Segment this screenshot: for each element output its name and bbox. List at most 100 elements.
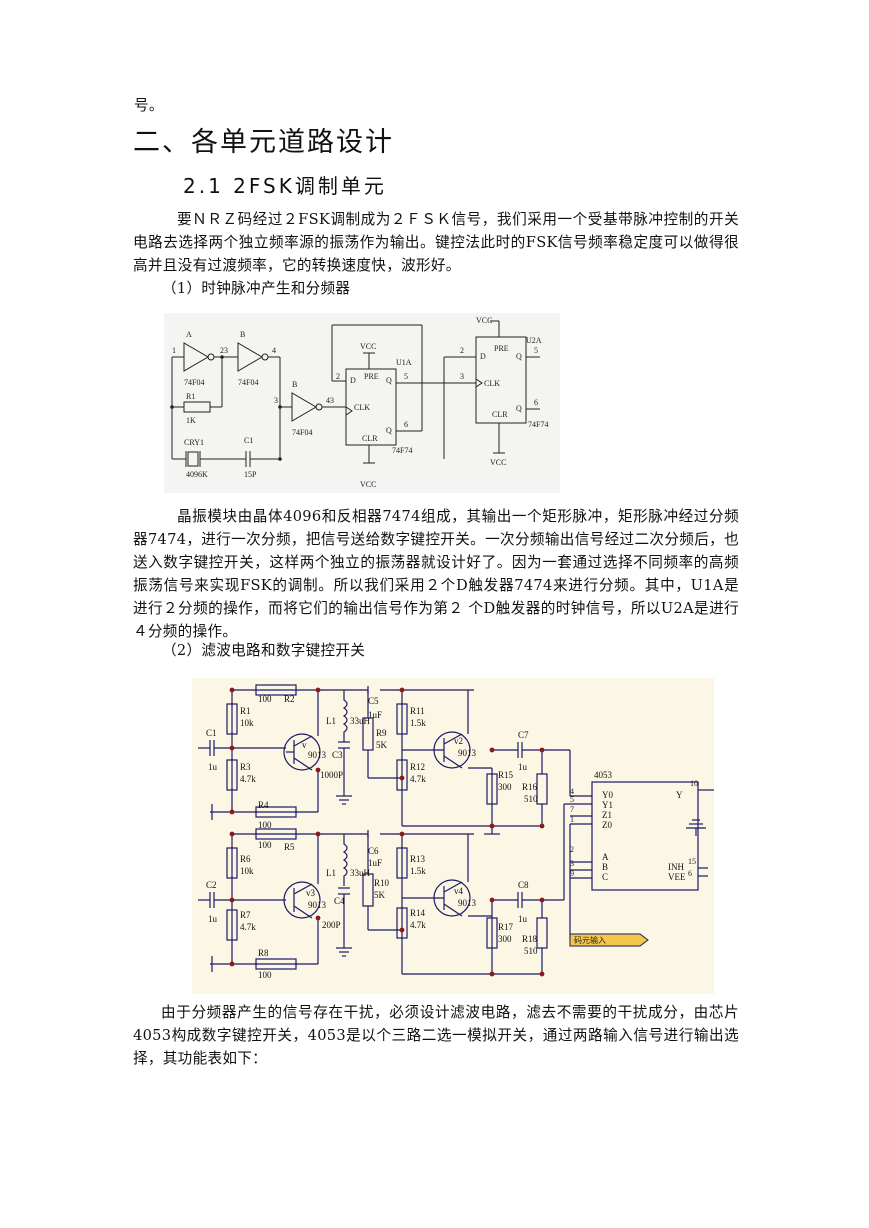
v1-label: v — [302, 740, 307, 750]
inv-a-part: 74F04 — [184, 378, 204, 387]
r13-label: R13 — [410, 854, 426, 864]
u1a-pin2: 2 — [336, 372, 340, 381]
vcc-u2a-top: VCC — [476, 316, 492, 325]
cry1-label: CRY1 — [184, 438, 204, 447]
c3-value: 1000P — [320, 770, 343, 780]
c8-label: C8 — [518, 880, 529, 890]
l2-label: L1 — [326, 868, 336, 878]
inv-b2-part: 74F04 — [292, 428, 312, 437]
r14-label: R14 — [410, 908, 426, 918]
r1-value: 1K — [186, 416, 196, 425]
r17-value: 300 — [498, 934, 512, 944]
r9-label: R9 — [376, 728, 387, 738]
r11-label: R11 — [410, 706, 425, 716]
u2a-clk: CLK — [484, 379, 500, 388]
inv-b2-label: B — [292, 380, 297, 389]
pin-5: 5 — [570, 795, 574, 804]
r3-value: 4.7k — [240, 774, 256, 784]
r1-label: R1 — [186, 392, 195, 401]
r8-label: R8 — [258, 948, 269, 958]
chip-y0: Y0 — [602, 790, 613, 800]
subsection-heading: 2.1 2FSK调制单元 — [183, 174, 387, 198]
u2a-clr: CLR — [492, 410, 508, 419]
c5-value: 1uF — [368, 710, 382, 720]
r1-label: R1 — [240, 706, 251, 716]
c4-value: 200P — [322, 920, 341, 930]
inv-a-label: A — [186, 330, 192, 339]
pin-6: 6 — [688, 869, 692, 878]
u2a-pin6: 6 — [534, 398, 538, 407]
chip-vee: VEE — [668, 872, 686, 882]
r4-label: R4 — [258, 800, 269, 810]
v4-label: v4 — [454, 886, 464, 896]
u1a-pin6: 6 — [404, 420, 408, 429]
r17-label: R17 — [498, 922, 514, 932]
r16-value: 510 — [524, 794, 538, 804]
inv-b-part: 74F04 — [238, 378, 258, 387]
l1-label: L1 — [326, 716, 336, 726]
clock-paragraph: 晶振模块由晶体4096和反相器7474组成，其输出一个矩形脉冲，矩形脉冲经过分频… — [133, 508, 739, 640]
u2a-pre: PRE — [494, 344, 509, 353]
filter-switch-schematic: 码元输入 100 R2 R1 10k C1 1u R3 4.7k R4 100 … — [192, 678, 714, 994]
r4-value: 100 — [258, 820, 272, 830]
u1a-pre: PRE — [364, 372, 379, 381]
u1a-clr: CLR — [362, 434, 378, 443]
u1a-label: U1A — [396, 358, 412, 367]
c3-label: C3 — [332, 750, 343, 760]
u1a-clk: CLK — [354, 403, 370, 412]
c4-label: C4 — [334, 896, 345, 906]
pin-4: 4 — [570, 787, 574, 796]
text-fragment: 号。 — [134, 97, 164, 114]
pin-3: 3 — [570, 859, 574, 868]
r3-label: R3 — [240, 762, 251, 772]
r2-value: 100 — [258, 694, 272, 704]
c7-label: C7 — [518, 730, 529, 740]
r9-value: 5K — [376, 740, 388, 750]
cry1-value: 4096K — [186, 470, 208, 479]
pin-23: 23 — [220, 346, 228, 355]
u1a-q: Q — [386, 376, 392, 385]
u2a-q: Q — [516, 352, 522, 361]
c2-value: 1u — [208, 914, 218, 924]
u1a-pin5: 5 — [404, 372, 408, 381]
pin-7: 7 — [570, 805, 574, 814]
item1-title: （1）时钟脉冲产生和分频器 — [162, 280, 351, 297]
u1a-d: D — [350, 376, 356, 385]
chip-z1: Z1 — [602, 810, 612, 820]
u2a-d: D — [480, 352, 486, 361]
r7-value: 4.7k — [240, 922, 256, 932]
r8-value: 100 — [258, 970, 272, 980]
l2-value: 33uH — [350, 868, 371, 878]
u2a-qbar: Q — [516, 404, 522, 413]
r12-value: 4.7k — [410, 774, 426, 784]
pin-1: 1 — [570, 815, 574, 824]
r5-label: R5 — [284, 842, 295, 852]
pin-10: 10 — [690, 779, 698, 788]
chip-label: 4053 — [594, 770, 613, 780]
vcc-u1a-top: VCC — [360, 342, 376, 351]
u2a-pin3: 3 — [460, 372, 464, 381]
v2-label: v2 — [454, 736, 463, 746]
inv-b-label: B — [240, 330, 245, 339]
r11-value: 1.5k — [410, 718, 426, 728]
r5-value: 100 — [258, 840, 272, 850]
u2a-part: 74F74 — [528, 420, 548, 429]
r10-label: R10 — [374, 878, 390, 888]
r10-value: 5K — [374, 890, 386, 900]
r18-value: 510 — [524, 946, 538, 956]
c5-label: C5 — [368, 696, 379, 706]
chip-y: Y — [676, 790, 683, 800]
v3-part: 9013 — [308, 900, 327, 910]
chip-b: B — [602, 862, 608, 872]
r12-label: R12 — [410, 762, 425, 772]
r14-value: 4.7k — [410, 920, 426, 930]
chip-inh: INH — [668, 862, 684, 872]
intro-paragraph: 要ＮＲＺ码经过２FSK调制成为２ＦＳＫ信号，我们采用一个受基带脉冲控制的开关电路… — [133, 211, 739, 274]
chip-y1: Y1 — [602, 800, 613, 810]
r16-label: R16 — [522, 782, 538, 792]
chip-z0: Z0 — [602, 820, 612, 830]
r2-label: R2 — [284, 694, 295, 704]
pin-15: 15 — [688, 857, 696, 866]
pin-4: 4 — [272, 346, 276, 355]
r6-label: R6 — [240, 854, 251, 864]
